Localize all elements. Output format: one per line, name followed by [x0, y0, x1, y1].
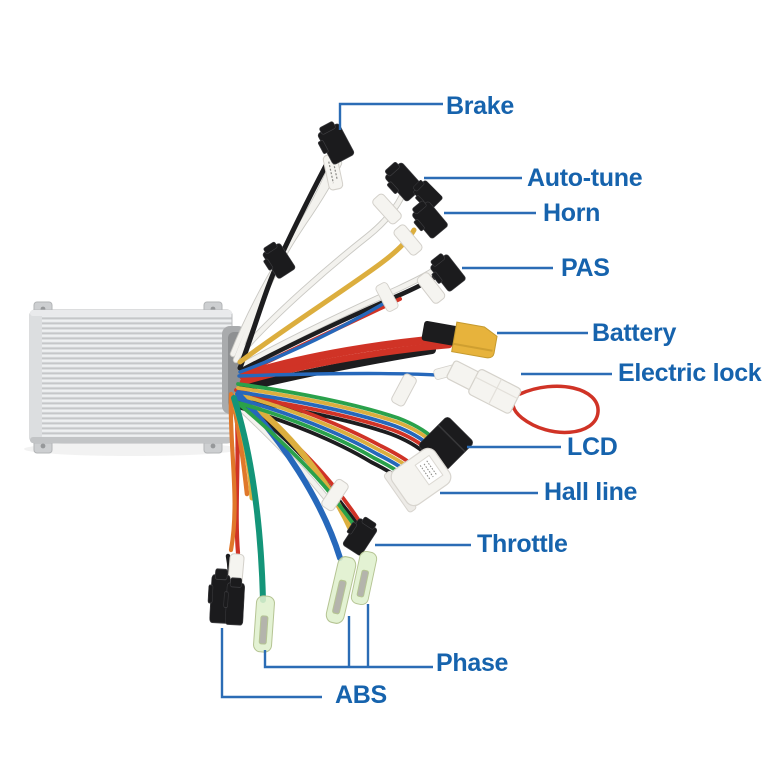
label-horn: Horn [543, 199, 601, 227]
heatsink-body [29, 309, 233, 444]
electric-lock-loop [511, 384, 600, 435]
hall-wire-green [233, 400, 405, 477]
screw [210, 443, 216, 449]
label-electric-lock: Electric lock [618, 359, 762, 387]
label-lcd: LCD [567, 433, 618, 461]
hall-wire-yellow [234, 392, 410, 469]
label-auto-tune: Auto-tune [527, 164, 643, 192]
electric-lock-wire [237, 371, 438, 378]
lcd-wire-green [236, 382, 435, 440]
label-battery: Battery [592, 319, 677, 347]
lcd-sleeve [389, 372, 419, 408]
battery-heatshrink [421, 320, 460, 346]
phase-spade-green [252, 594, 276, 654]
phase-spade-yellow [349, 549, 379, 607]
battery-wire-black [239, 346, 436, 392]
hall-connector [383, 447, 452, 513]
brake-tag-print [328, 161, 338, 184]
brake-wire-white2 [230, 160, 342, 357]
left-flange [30, 310, 42, 443]
spade-connectors [252, 549, 379, 654]
battery-connector [421, 320, 498, 359]
brake-connector [311, 118, 356, 168]
lcd-wire-yellow [236, 386, 434, 444]
controller-shadow [24, 442, 240, 456]
abs-wire-orange [228, 391, 237, 553]
hall-wire-blue [233, 396, 408, 473]
screw [40, 443, 46, 449]
callout-abs [220, 628, 322, 699]
callout-lines [220, 102, 612, 699]
label-hall-line: Hall line [544, 478, 638, 506]
label-throttle: Throttle [477, 530, 568, 558]
label-phase: Phase [436, 649, 509, 677]
electric-lock-connector [446, 360, 522, 414]
label-abs: ABS [335, 681, 387, 709]
lcd-wire-blue [236, 390, 432, 448]
green-wires [233, 382, 435, 527]
controller-box [24, 301, 246, 456]
label-brake: Brake [446, 92, 514, 120]
hall-label [414, 454, 444, 486]
hall-wire-red [234, 388, 412, 465]
label-pas: PAS [561, 254, 610, 282]
phase-wire-green [231, 395, 266, 603]
callout-brake [338, 102, 443, 130]
throttle-wire-green [236, 401, 356, 527]
callout-phase [263, 604, 433, 669]
bottom-cap [30, 437, 232, 443]
blue-wires [233, 299, 438, 561]
blue-strand [238, 299, 390, 374]
teal-wires [231, 395, 266, 603]
top-cap [30, 310, 232, 316]
phase-wire-blue [235, 391, 343, 561]
